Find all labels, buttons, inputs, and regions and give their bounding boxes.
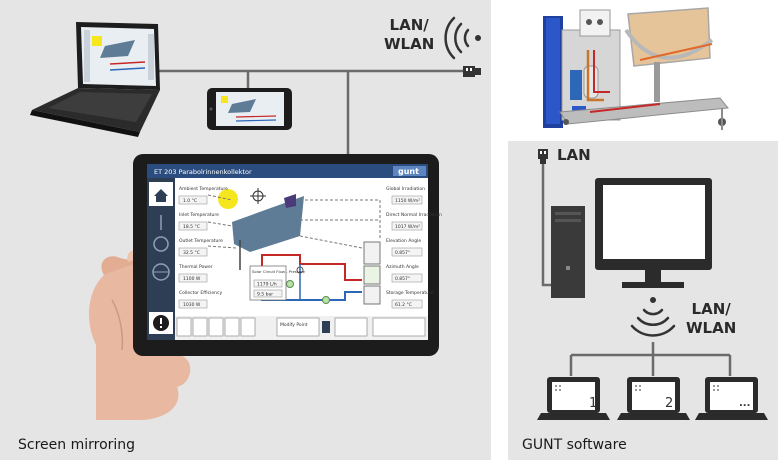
- client-number-1: 1: [589, 396, 597, 411]
- wifi-icon: [444, 16, 481, 60]
- trainer-device-illustration: [543, 7, 729, 130]
- hmi-left-values: Ambient Temperature 1.0 °C Inlet Tempera…: [178, 186, 228, 309]
- left-value-label: Inlet Temperature: [179, 212, 219, 218]
- left-network-label-line2: WLAN: [384, 35, 435, 53]
- right-value: 1017 W/m²: [395, 224, 420, 230]
- right-network-label-line2: WLAN: [686, 319, 737, 337]
- pc-tower-illustration: [551, 206, 585, 298]
- laptop-illustration: [30, 22, 160, 137]
- right-network-label: LAN/ WLAN: [686, 300, 736, 338]
- right-value-label: Storage Temperature: [386, 290, 434, 296]
- right-value-label: Global Irradiation: [386, 186, 425, 192]
- client-number-2: 2: [665, 396, 673, 411]
- lan-plug-icon: [463, 66, 481, 77]
- left-value-label: Thermal Power: [178, 264, 213, 270]
- left-network-label: LAN/ WLAN: [384, 16, 434, 54]
- left-value-label: Ambient Temperature: [179, 186, 228, 192]
- client-laptop-2: [617, 377, 690, 420]
- right-value: 0.857°: [395, 276, 410, 282]
- hmi-flow-box: Solar Circuit Flow - Pressure 1179 L/h 9…: [249, 265, 306, 301]
- right-lan-label: LAN: [557, 146, 591, 164]
- left-value: 1.0 °C: [183, 198, 197, 204]
- left-value-label: Outlet Temperature: [179, 238, 223, 244]
- left-value: 18.5 °C: [183, 224, 200, 230]
- left-value: 1030 W: [183, 302, 201, 308]
- pressure-value: 9.5 bar: [257, 292, 273, 298]
- right-value: 0.857°: [395, 250, 410, 256]
- left-panel-caption: Screen mirroring: [18, 437, 136, 453]
- right-value: 61.2 °C: [395, 302, 412, 308]
- right-value-label: Azimuth Angle: [386, 264, 419, 270]
- lan-plug-icon-right: [538, 149, 548, 164]
- client-network-lines: [569, 342, 732, 376]
- left-value-label: Collector Efficiency: [179, 290, 222, 296]
- client-laptop-1: [537, 377, 610, 420]
- right-network-label-line1: LAN/: [691, 300, 731, 318]
- right-panel-caption: GUNT software: [522, 437, 627, 453]
- hmi-title: ET 203 Parabolrinnenkollektor: [154, 168, 252, 176]
- wifi-icon-right: [630, 297, 676, 337]
- hmi-logo: gunt: [398, 167, 419, 176]
- smartphone-illustration: [207, 88, 292, 130]
- flow-box-label: Solar Circuit Flow - Pressure: [252, 269, 306, 274]
- fan-icon: [153, 236, 169, 252]
- hmi-footer-label: Modify Point: [280, 322, 308, 328]
- left-value: 32.5 °C: [183, 250, 200, 256]
- right-value: 1150 W/m²: [395, 198, 420, 204]
- left-network-label-line1: LAN/: [389, 16, 429, 34]
- right-value-label: Direct Normal Irradiation: [386, 212, 442, 218]
- hmi-right-values: Global Irradiation 1150 W/m² Direct Norm…: [386, 186, 442, 309]
- home-icon: [154, 189, 168, 202]
- monitor-illustration: [595, 178, 712, 288]
- client-number-3: ...: [739, 398, 750, 409]
- client-laptop-3: [695, 377, 768, 420]
- parabolic-collector: [232, 196, 304, 252]
- left-value: 1100 W: [183, 276, 201, 282]
- right-value-label: Elevation Angle: [386, 238, 421, 244]
- flow-value: 1179 L/h: [257, 282, 277, 288]
